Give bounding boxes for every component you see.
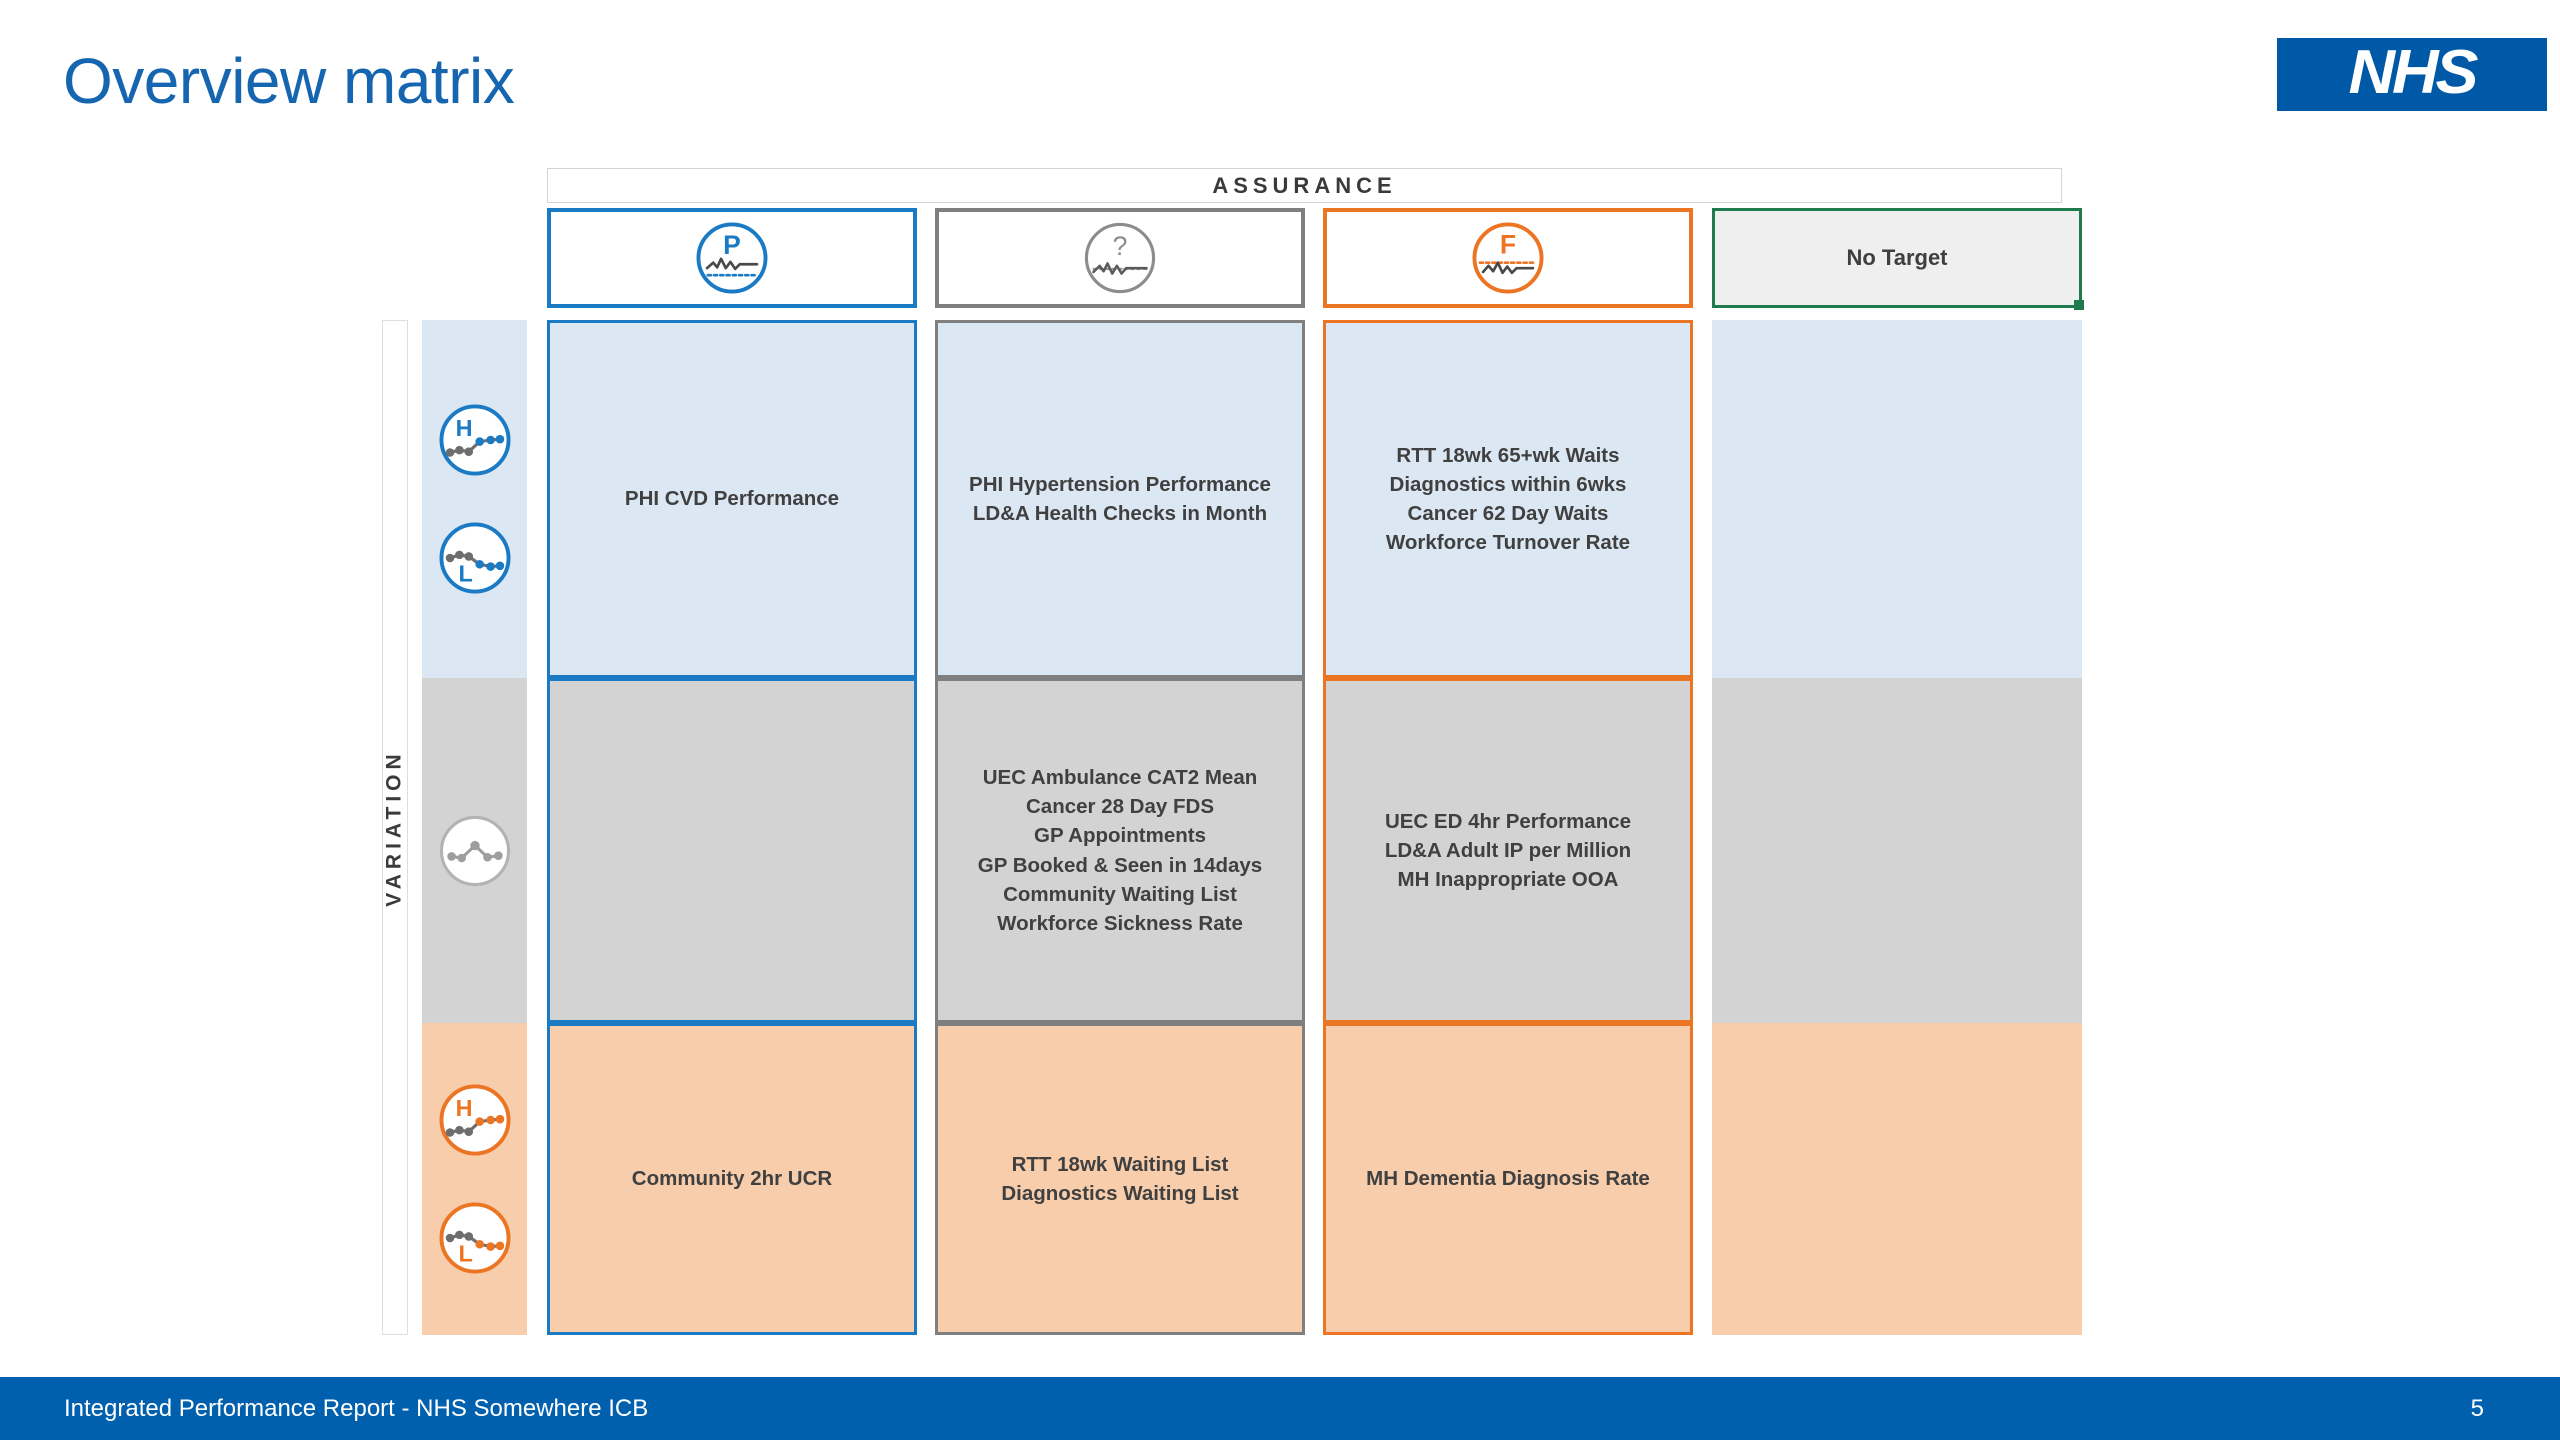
matrix-cell-r1c2[interactable]: PHI Hypertension Performance LD&A Health… — [935, 320, 1305, 678]
svg-text:L: L — [458, 560, 472, 586]
svg-text:H: H — [455, 415, 472, 441]
matrix-cell-text: RTT 18wk Waiting List Diagnostics Waitin… — [1001, 1152, 1239, 1205]
matrix-cell-r3c1[interactable]: Community 2hr UCR — [547, 1023, 917, 1335]
overview-matrix: ASSURANCE P ? F — [382, 168, 2084, 1338]
assurance-fail-icon: F — [1469, 219, 1547, 297]
page-title: Overview matrix — [63, 45, 515, 117]
matrix-cell-text: UEC ED 4hr Performance LD&A Adult IP per… — [1384, 809, 1632, 892]
variation-axis-label: VARIATION — [383, 748, 407, 907]
matrix-cell-r1c3[interactable]: RTT 18wk 65+wk Waits Diagnostics within … — [1323, 320, 1693, 678]
assurance-hitmiss-icon: ? — [1081, 219, 1159, 297]
footer-title: Integrated Performance Report - NHS Some… — [64, 1394, 649, 1422]
variation-axis-header: VARIATION — [382, 320, 408, 1335]
assurance-pass-icon: P — [693, 219, 771, 297]
variation-row-common-cause-icons — [422, 678, 527, 1023]
nhs-logo-text: NHS — [2348, 38, 2479, 107]
matrix-cell-r3c2[interactable]: RTT 18wk Waiting List Diagnostics Waitin… — [935, 1023, 1305, 1335]
assurance-axis-label: ASSURANCE — [1212, 172, 1397, 198]
variation-improving-high-icon: H — [436, 401, 514, 479]
nhs-logo: NHS — [2277, 38, 2547, 111]
slide-footer: Integrated Performance Report - NHS Some… — [0, 1377, 2560, 1440]
variation-row-special-cause-improvement-icons: H L — [422, 320, 527, 678]
page-number: 5 — [2470, 1394, 2484, 1422]
matrix-cell-r2c3[interactable]: UEC ED 4hr Performance LD&A Adult IP per… — [1323, 678, 1693, 1023]
variation-concern-high-icon: H — [436, 1081, 514, 1159]
matrix-cell-r2c4[interactable] — [1712, 678, 2082, 1023]
assurance-header-no-target[interactable]: No Target — [1712, 208, 2084, 310]
assurance-header-fail[interactable]: F — [1323, 208, 1693, 308]
svg-text:L: L — [458, 1240, 472, 1266]
matrix-cell-r3c3[interactable]: MH Dementia Diagnosis Rate — [1323, 1023, 1693, 1335]
svg-text:?: ? — [1113, 231, 1128, 261]
variation-concern-low-icon: L — [436, 1199, 514, 1277]
matrix-cell-text: RTT 18wk 65+wk Waits Diagnostics within … — [1385, 443, 1631, 555]
svg-text:F: F — [1500, 229, 1516, 259]
matrix-cell-text: PHI CVD Performance — [624, 487, 840, 511]
matrix-cell-r1c4[interactable] — [1712, 320, 2082, 678]
variation-improving-low-icon: L — [436, 519, 514, 597]
matrix-cell-text: UEC Ambulance CAT2 Mean Cancer 28 Day FD… — [977, 766, 1263, 935]
matrix-cell-r1c1[interactable]: PHI CVD Performance — [547, 320, 917, 678]
matrix-cell-r2c2[interactable]: UEC Ambulance CAT2 Mean Cancer 28 Day FD… — [935, 678, 1305, 1023]
variation-common-cause-icon — [436, 812, 514, 890]
assurance-header-hit-or-miss[interactable]: ? — [935, 208, 1305, 308]
selection-handle[interactable] — [2074, 300, 2084, 310]
matrix-cell-r3c4[interactable] — [1712, 1023, 2082, 1335]
svg-text:P: P — [723, 230, 741, 260]
assurance-header-pass[interactable]: P — [547, 208, 917, 308]
assurance-axis-header: ASSURANCE — [547, 168, 2062, 203]
matrix-cell-text: MH Dementia Diagnosis Rate — [1366, 1167, 1650, 1191]
svg-text:H: H — [455, 1095, 472, 1121]
matrix-cell-r2c1[interactable] — [547, 678, 917, 1023]
no-target-label: No Target — [1846, 245, 1948, 270]
matrix-cell-text: PHI Hypertension Performance LD&A Health… — [969, 472, 1271, 525]
matrix-cell-text: Community 2hr UCR — [631, 1167, 833, 1191]
variation-row-special-cause-concern-icons: H L — [422, 1023, 527, 1335]
